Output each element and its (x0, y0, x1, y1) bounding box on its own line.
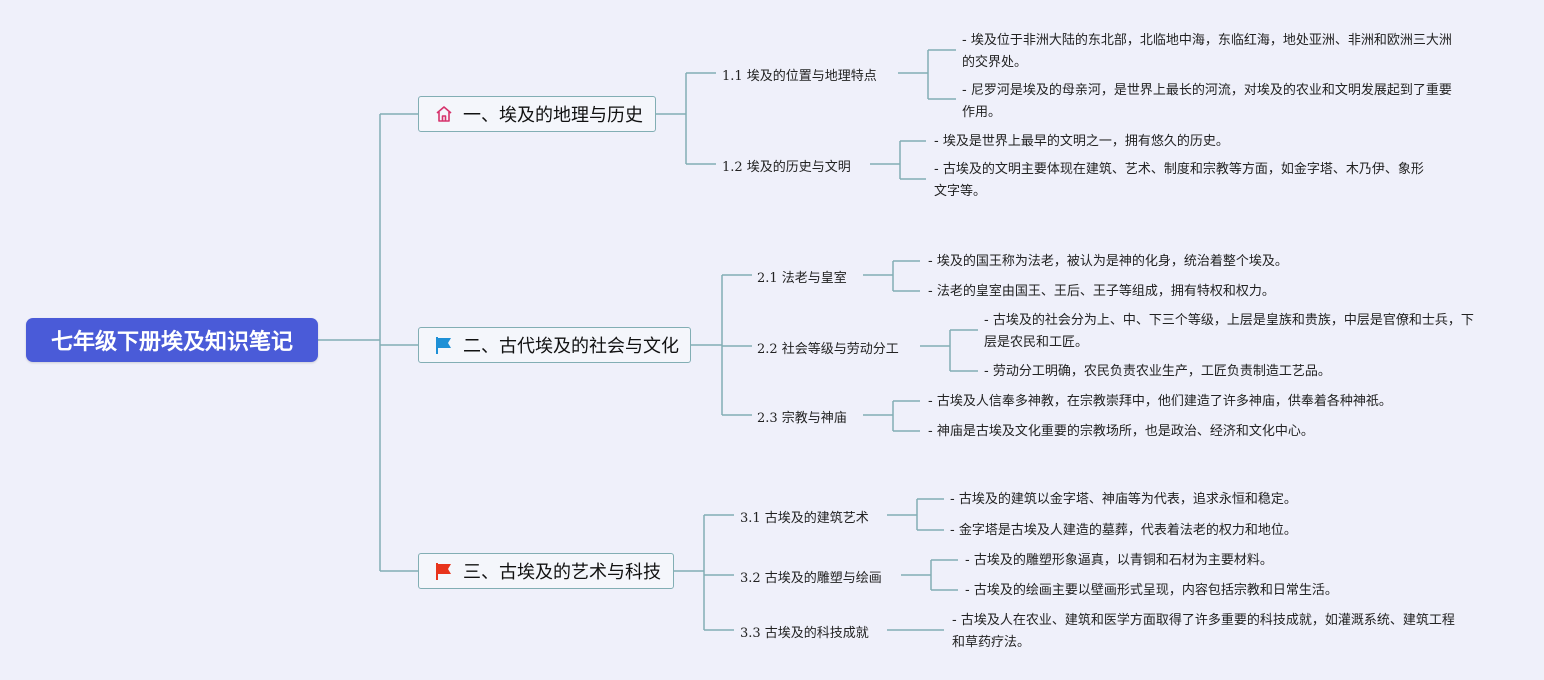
note-point[interactable]: - 古埃及的绘画主要以壁画形式呈现，内容包括宗教和日常生活。 (965, 583, 1338, 598)
note-point[interactable]: - 古埃及的雕塑形象逼真，以青铜和石材为主要材料。 (965, 553, 1273, 568)
branch-label: 三、古埃及的艺术与科技 (463, 562, 661, 583)
note-point[interactable]: - 尼罗河是埃及的母亲河，是世界上最长的河流，对埃及的农业和文明发展起到了重要作… (962, 83, 1452, 120)
branch-label: 一、埃及的地理与历史 (463, 105, 643, 126)
subtopic-architecture[interactable]: 3.1 古埃及的建筑艺术 (740, 511, 869, 526)
note-point[interactable]: - 劳动分工明确，农民负责农业生产，工匠负责制造工艺品。 (984, 364, 1331, 379)
note-point[interactable]: - 金字塔是古埃及人建造的墓葬，代表着法老的权力和地位。 (950, 523, 1297, 538)
subtopic-history-civilization[interactable]: 1.2 埃及的历史与文明 (722, 160, 851, 175)
note-point[interactable]: - 法老的皇室由国王、王后、王子等组成，拥有特权和权力。 (928, 284, 1275, 299)
home-icon (433, 103, 455, 125)
flag-icon (433, 560, 455, 582)
subtopic-pharaoh-royalty[interactable]: 2.1 法老与皇室 (757, 271, 847, 286)
note-point[interactable]: - 古埃及人信奉多神教，在宗教崇拜中，他们建造了许多神庙，供奉着各种神祇。 (928, 394, 1392, 409)
note-point[interactable]: - 埃及位于非洲大陆的东北部，北临地中海，东临红海，地处亚洲、非洲和欧洲三大洲的… (962, 33, 1452, 70)
branch-geography-history[interactable]: 一、埃及的地理与历史 (418, 96, 656, 132)
subtopic-social-hierarchy[interactable]: 2.2 社会等级与劳动分工 (757, 342, 899, 357)
flag-icon (433, 334, 455, 356)
note-point[interactable]: - 古埃及的建筑以金字塔、神庙等为代表，追求永恒和稳定。 (950, 492, 1297, 507)
note-point[interactable]: - 古埃及人在农业、建筑和医学方面取得了许多重要的科技成就，如灌溉系统、建筑工程… (952, 613, 1455, 650)
branch-art-technology[interactable]: 三、古埃及的艺术与科技 (418, 553, 674, 589)
note-point[interactable]: - 埃及是世界上最早的文明之一，拥有悠久的历史。 (934, 134, 1229, 149)
note-point[interactable]: - 埃及的国王称为法老，被认为是神的化身，统治着整个埃及。 (928, 254, 1288, 269)
subtopic-location-geography[interactable]: 1.1 埃及的位置与地理特点 (722, 69, 877, 84)
note-point[interactable]: - 神庙是古埃及文化重要的宗教场所，也是政治、经济和文化中心。 (928, 424, 1314, 439)
branch-society-culture[interactable]: 二、古代埃及的社会与文化 (418, 327, 691, 363)
note-point[interactable]: - 古埃及的社会分为上、中、下三个等级，上层是皇族和贵族，中层是官僚和士兵，下层… (984, 313, 1474, 350)
root-topic[interactable]: 七年级下册埃及知识笔记 (26, 318, 318, 362)
branch-label: 二、古代埃及的社会与文化 (463, 336, 679, 357)
subtopic-religion-temples[interactable]: 2.3 宗教与神庙 (757, 411, 847, 426)
subtopic-sculpture-painting[interactable]: 3.2 古埃及的雕塑与绘画 (740, 571, 882, 586)
note-point[interactable]: - 古埃及的文明主要体现在建筑、艺术、制度和宗教等方面，如金字塔、木乃伊、象形文… (934, 162, 1424, 199)
subtopic-science-achievements[interactable]: 3.3 古埃及的科技成就 (740, 626, 869, 641)
